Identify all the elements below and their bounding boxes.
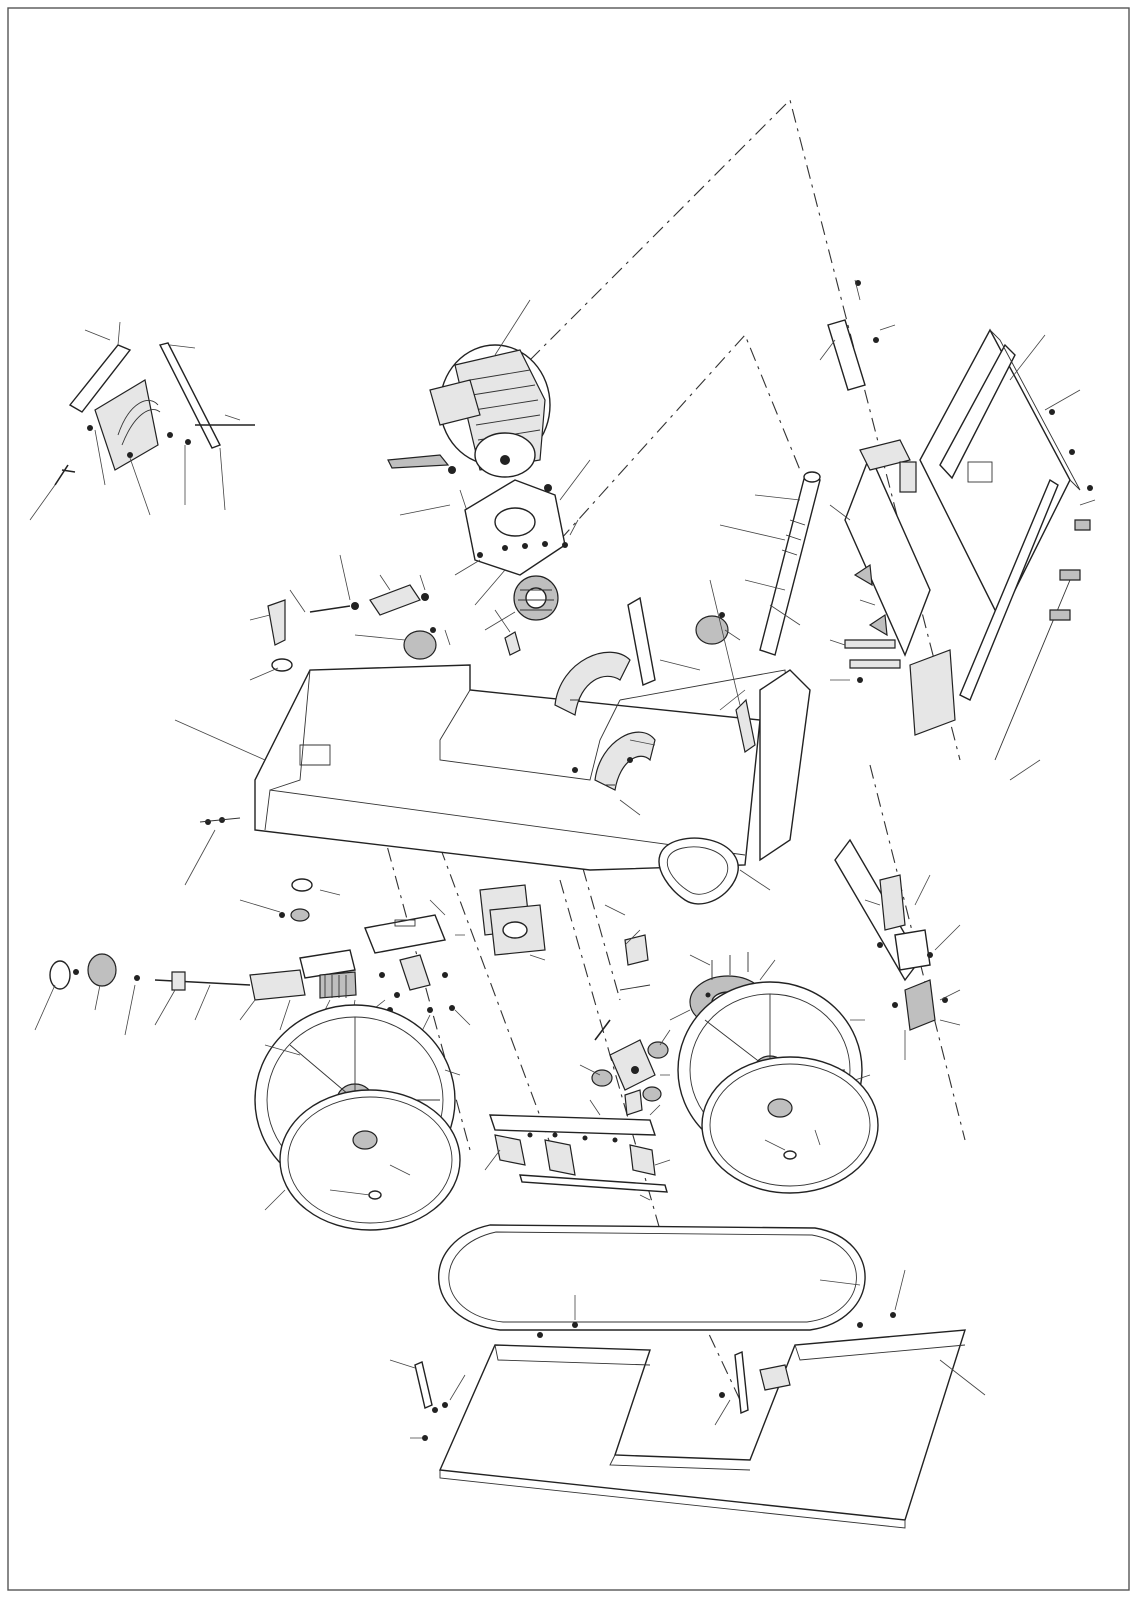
guide-bar-assembly: [484, 1099, 671, 1201]
tension-knob: [34, 953, 140, 1036]
blade-guide-lower: [864, 874, 961, 1060]
motor-mount-plate: [454, 459, 591, 606]
upper-tire: [264, 1089, 461, 1231]
frame-bolt: [184, 817, 241, 886]
lock-handle: [387, 454, 471, 521]
page-border: [7, 7, 1130, 1591]
lower-tire: [701, 1056, 879, 1194]
table-trunnion: [554, 651, 656, 816]
column-tube: [719, 471, 821, 656]
hub-assembly: [579, 1029, 671, 1116]
saw-blade: [438, 1224, 866, 1331]
fence-hardware: [829, 499, 1096, 736]
motor: [429, 299, 551, 478]
main-frame: [174, 664, 811, 871]
cross-bar: [627, 579, 756, 754]
blade-guide-upper: [359, 899, 471, 1036]
shaft-bracket: [594, 904, 651, 1041]
v-belt: [658, 837, 771, 905]
tension-shaft: [154, 949, 357, 1031]
drive-pulley: [484, 575, 559, 631]
base-cabinet: [438, 1269, 986, 1529]
fence-lock-assembly: [819, 279, 896, 391]
base-bracket: [389, 1359, 466, 1441]
miter-gauge-assembly: [29, 321, 255, 521]
washers: [239, 878, 341, 922]
knob: [249, 554, 429, 681]
fence-rail: [959, 478, 1071, 781]
blade-guide-housing: [479, 884, 546, 961]
